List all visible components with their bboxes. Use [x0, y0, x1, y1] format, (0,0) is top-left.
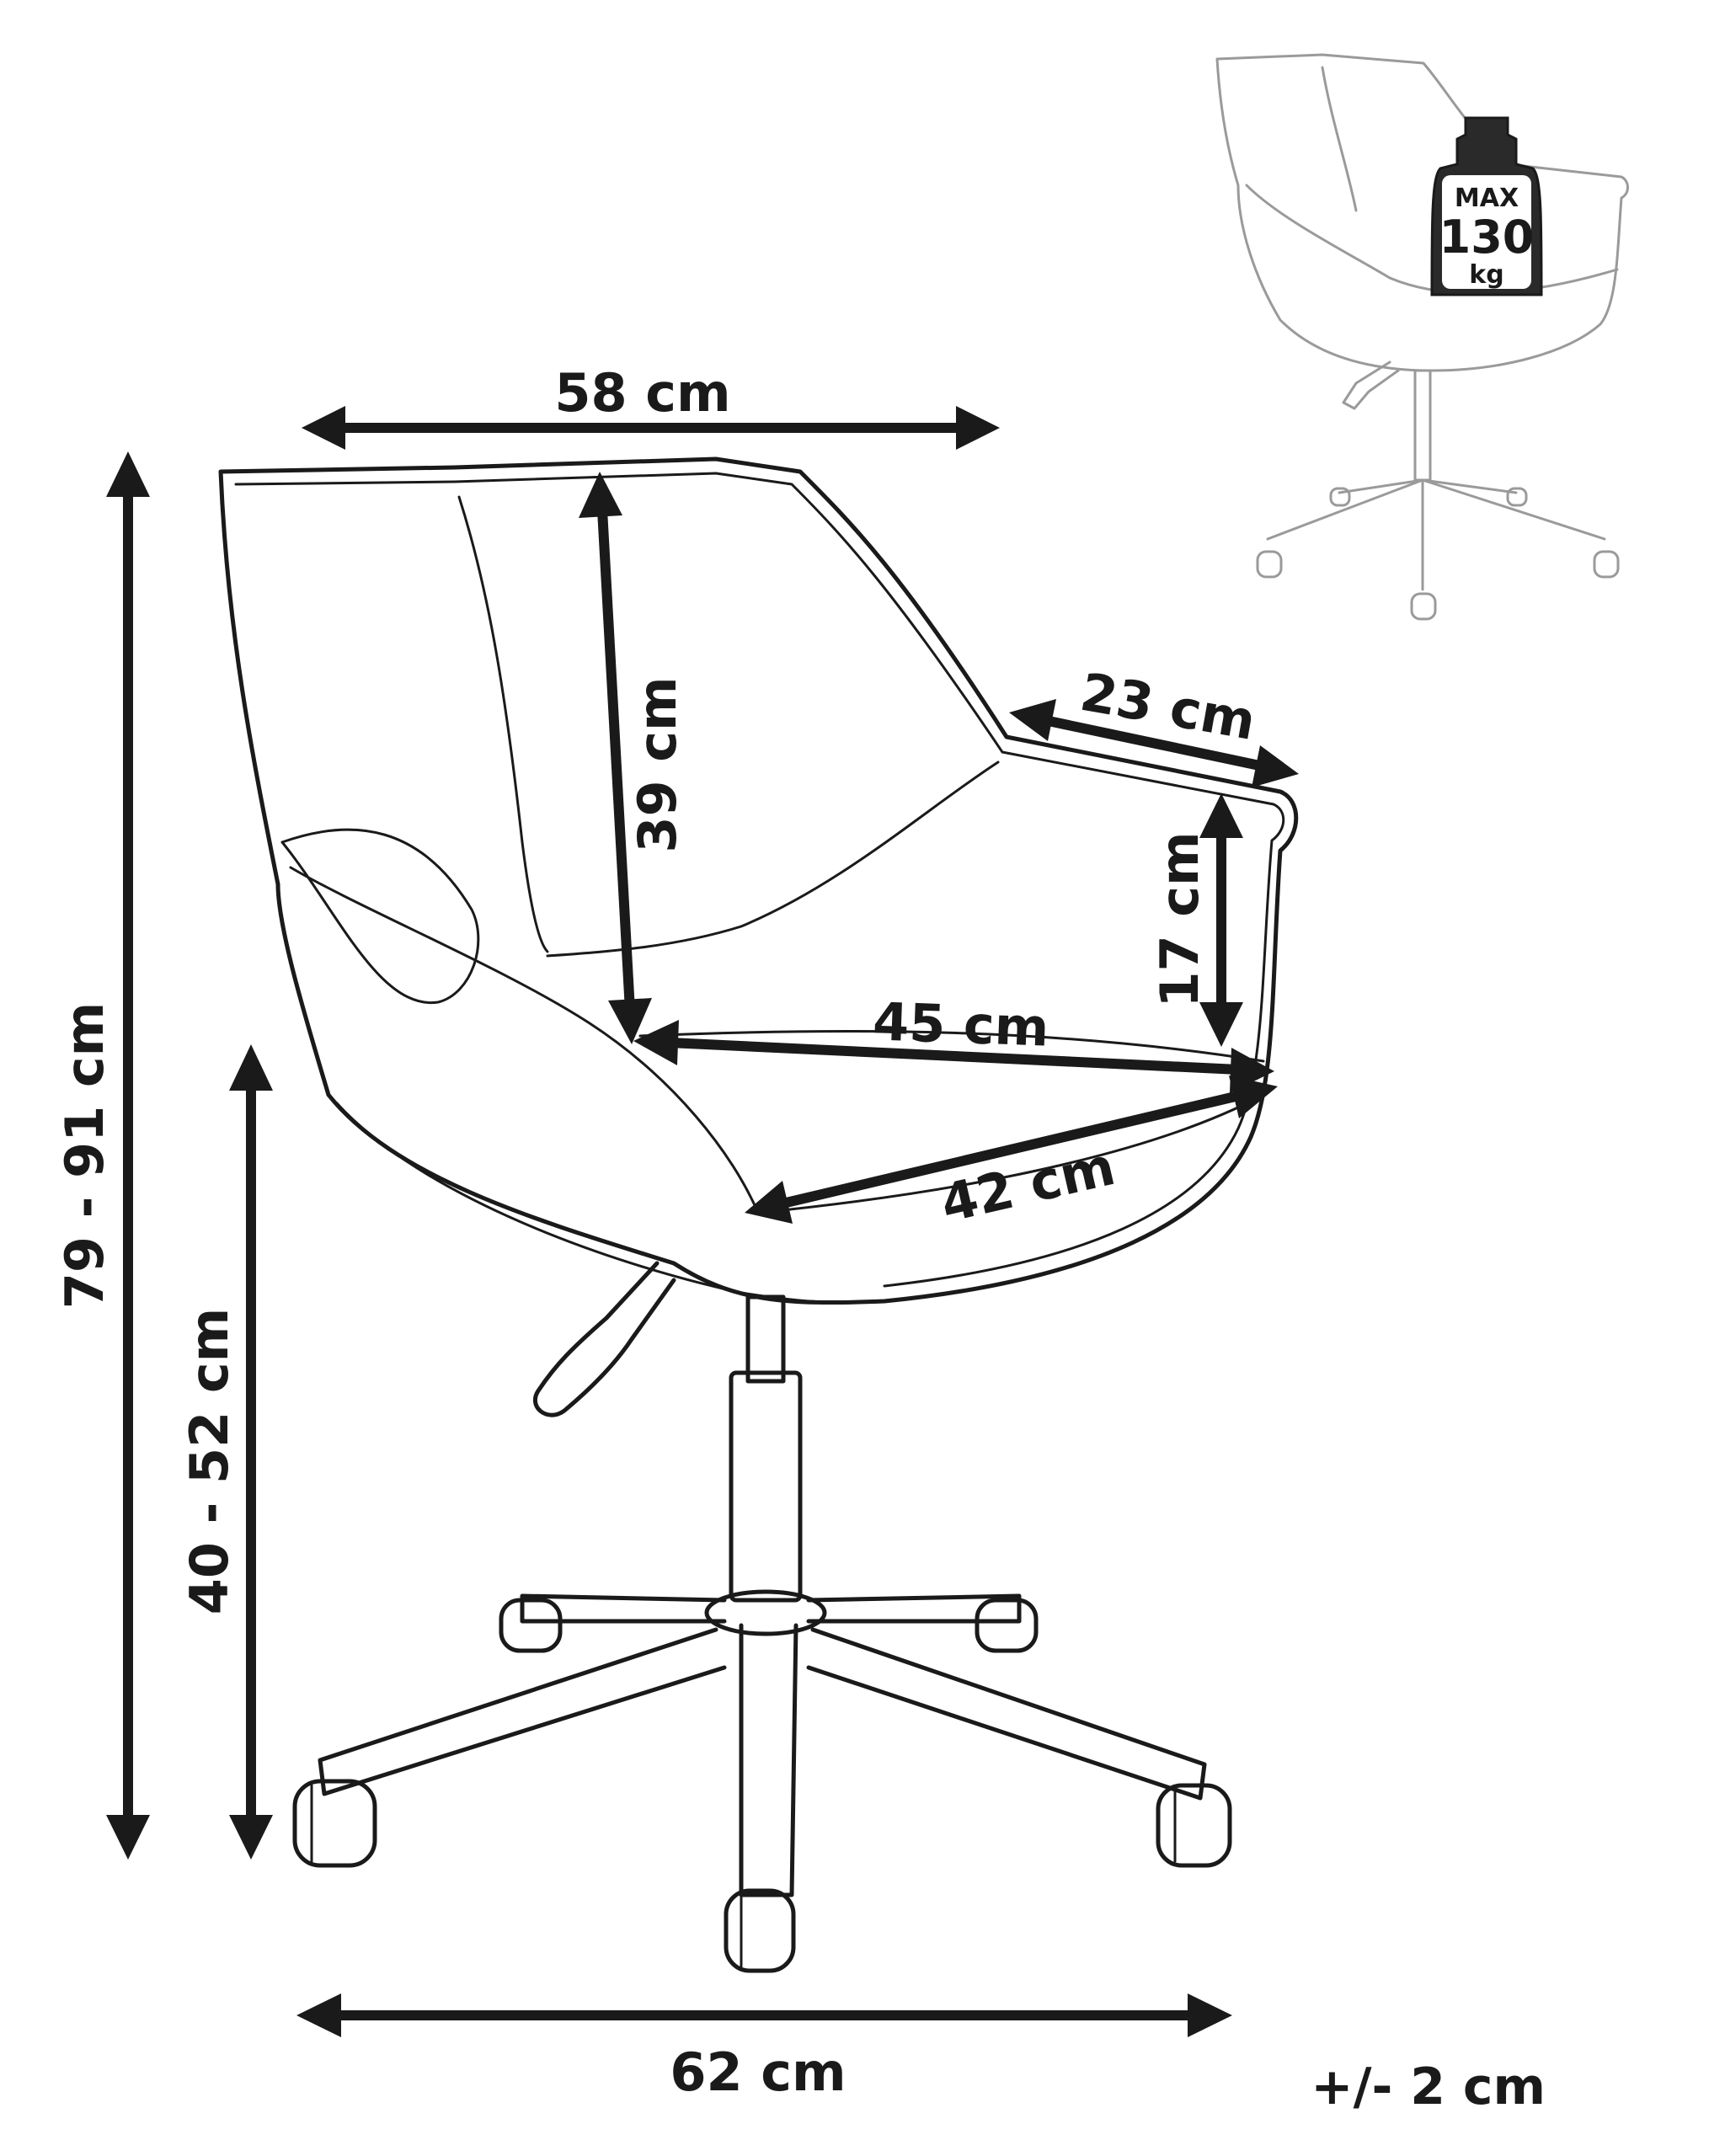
seat-height-arrow: [229, 1044, 273, 1860]
small-caster-back-right: [1506, 487, 1528, 507]
caster-right: [1156, 1783, 1232, 1868]
base-leg-left: [318, 1627, 727, 1796]
load-rating-chair: [1215, 53, 1629, 621]
small-caster-front: [1410, 592, 1437, 621]
chair-drawing: [218, 456, 1299, 1973]
armrest-height-label: 17 cm: [1149, 831, 1210, 1007]
armrest-length-label: 23 cm: [1076, 661, 1260, 752]
max-load-value: 130: [1439, 211, 1535, 264]
seat-height-label: 40 - 52 cm: [179, 1308, 240, 1614]
total-height-arrow: [106, 451, 150, 1860]
small-chair-shell: [1215, 53, 1629, 372]
seat-front-edge: [638, 1029, 1265, 1063]
backrest-height-label: 39 cm: [627, 676, 688, 852]
small-chair-cylinder: [1413, 369, 1432, 482]
weight-icon: MAX 130 kg: [1430, 116, 1543, 296]
armrest-height-arrow: [1199, 793, 1243, 1047]
base-width-arrow: [296, 1993, 1232, 2037]
caster-back-right: [975, 1598, 1039, 1653]
caster-back-left: [499, 1598, 563, 1653]
width-arrow: [302, 406, 1000, 450]
width-label: 58 cm: [554, 362, 730, 424]
gas-cylinder: [729, 1370, 803, 1603]
seat-width-arrow: [745, 1075, 1278, 1224]
small-chair-base: [1266, 478, 1606, 591]
base-leg-back-left: [520, 1593, 727, 1624]
total-height-label: 79 - 91 cm: [54, 1002, 115, 1309]
small-chair-seam: [1321, 66, 1358, 212]
shell-bottom: [335, 1102, 886, 1305]
backrest-seam: [457, 495, 549, 953]
small-caster-left: [1256, 550, 1283, 579]
max-load-unit: kg: [1469, 260, 1503, 290]
base-hub: [704, 1589, 827, 1636]
small-caster-back-left: [1329, 487, 1351, 507]
height-lever: [532, 1261, 676, 1417]
tolerance-note: +/- 2 cm: [1311, 2057, 1546, 2116]
small-caster-right: [1593, 550, 1620, 579]
seat-back-curve: [546, 760, 1000, 958]
seat-depth-label: 45 cm: [872, 990, 1050, 1058]
left-armrest: [280, 828, 480, 1004]
caster-left: [292, 1779, 377, 1868]
gas-cylinder-top: [745, 1294, 786, 1384]
armrest-length-arrow: [1009, 699, 1299, 787]
backrest-height-arrow: [579, 472, 652, 1044]
base-leg-right: [806, 1627, 1207, 1801]
base-leg-back-right: [806, 1593, 1022, 1624]
small-chair-lever: [1342, 360, 1400, 410]
chair-shell-inner-line: [234, 472, 1285, 1288]
max-load-label: MAX: [1455, 184, 1519, 213]
chair-shell-outline: [218, 456, 1299, 1305]
base-leg-front: [739, 1623, 798, 1897]
caster-front: [724, 1888, 796, 1973]
small-chair-inner: [1245, 184, 1619, 295]
seat-cushion: [289, 866, 1265, 1214]
base-width-label: 62 cm: [670, 2041, 846, 2103]
